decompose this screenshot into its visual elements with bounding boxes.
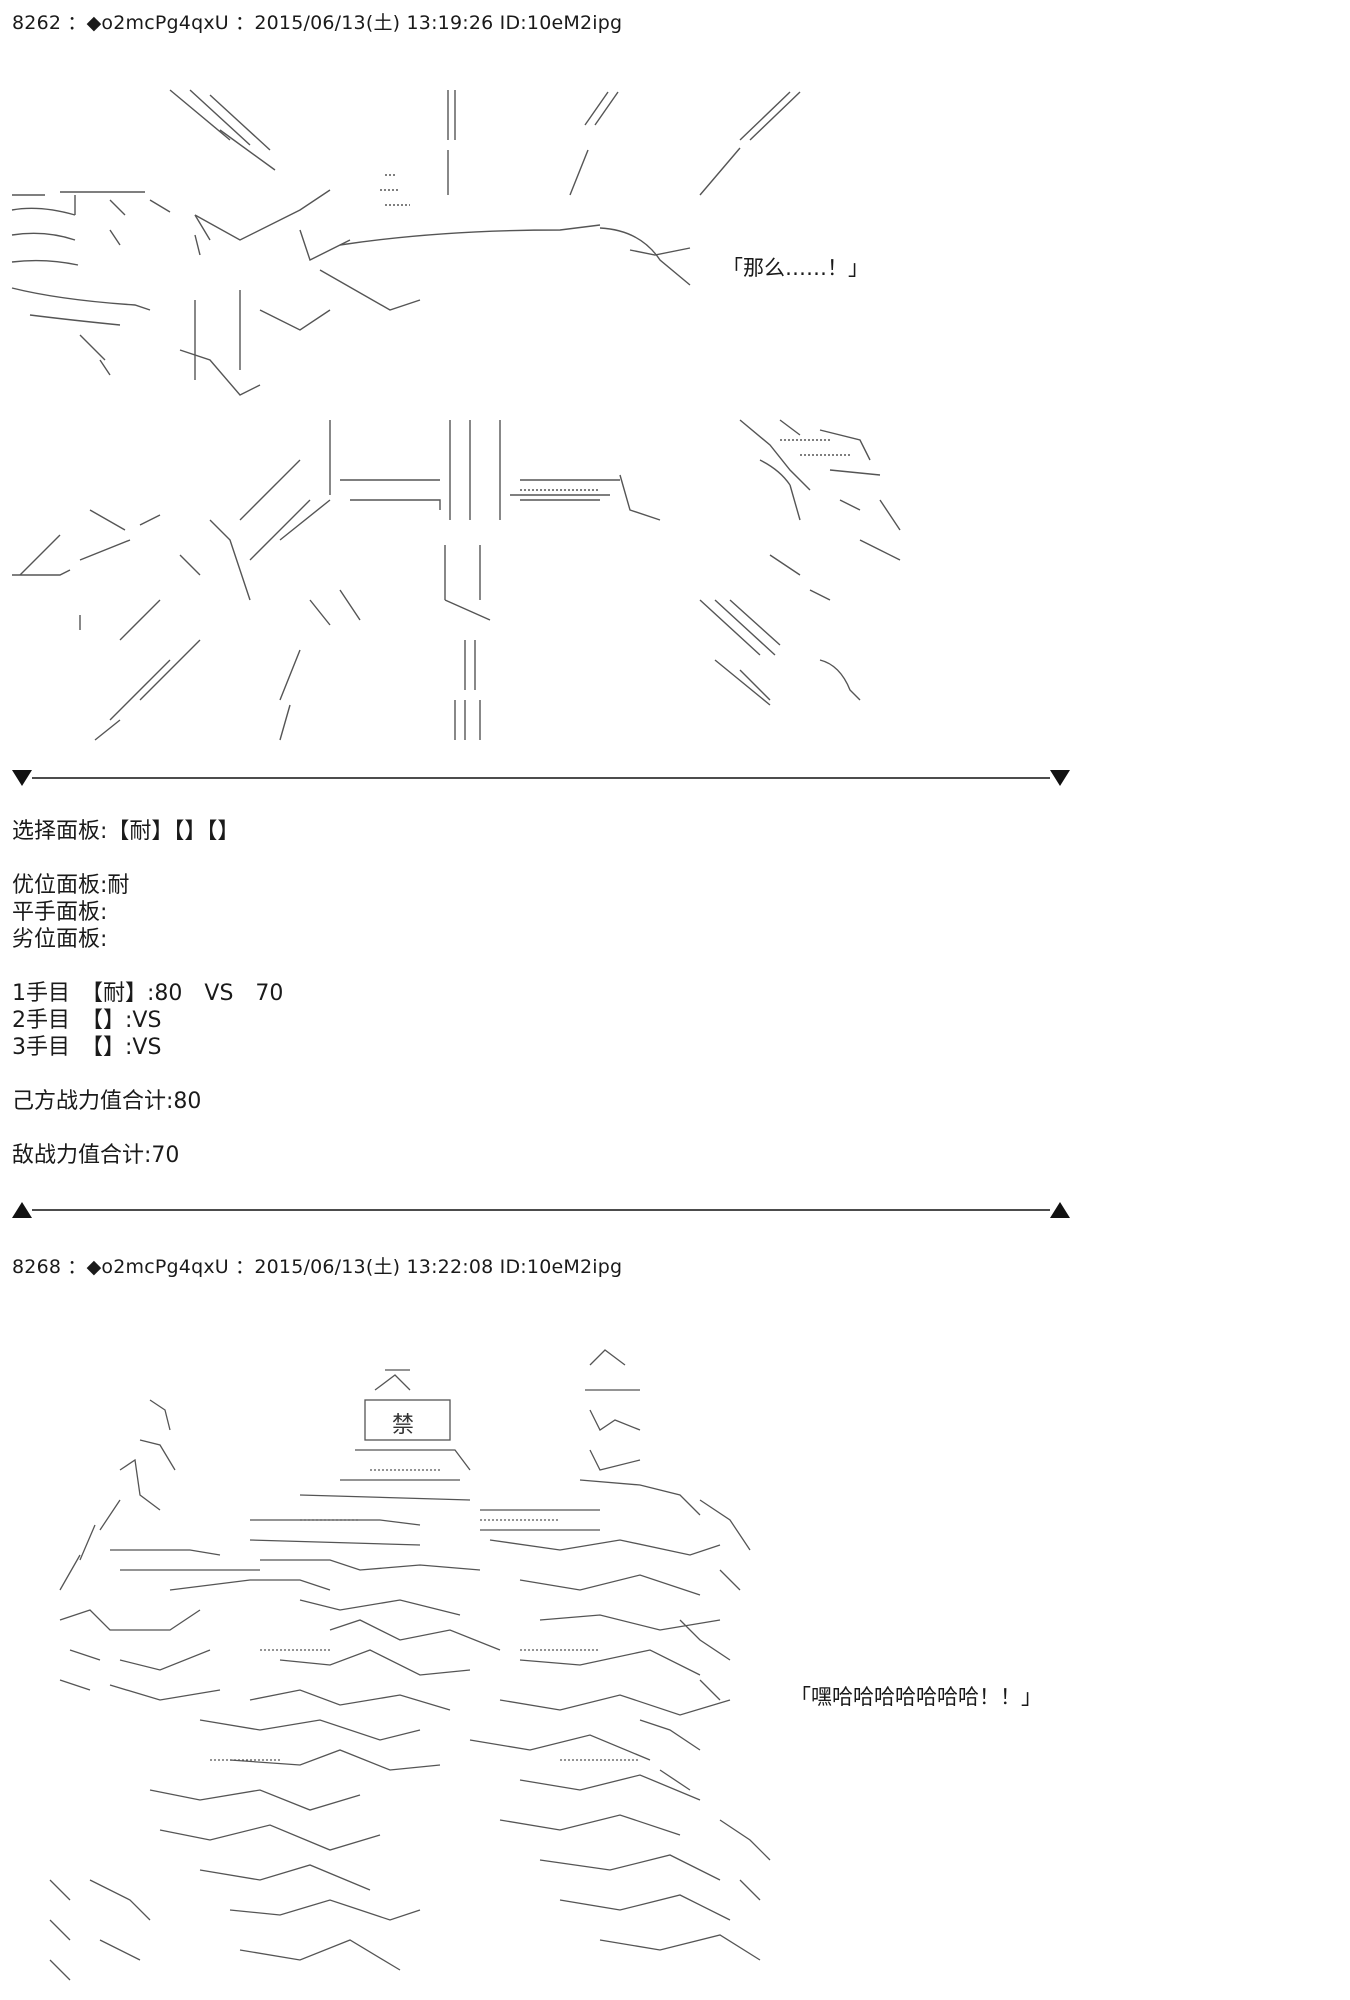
ascii-art-illustration-1 bbox=[11, 89, 901, 741]
round-2-line: 2手目 【】:VS bbox=[12, 1008, 162, 1033]
up-triangle-icon-right bbox=[1050, 1202, 1070, 1218]
post-header-1: 8262 ：◆o2mcPg4qxU ：2015/06/13(土) 13:19:2… bbox=[12, 12, 623, 34]
even-panel-line: 平手面板: bbox=[12, 900, 108, 925]
ascii-art-illustration-2: 禁 bbox=[49, 1349, 771, 1981]
panel-divider-bottom bbox=[12, 1202, 1070, 1218]
post-header-2: 8268 ：◆o2mcPg4qxU ：2015/06/13(土) 13:22:0… bbox=[12, 1256, 623, 1278]
sign-glyph: 禁 bbox=[392, 1413, 414, 1438]
down-triangle-icon-right bbox=[1050, 770, 1070, 786]
enemy-total-line: 敌战力值合计:70 bbox=[12, 1143, 180, 1168]
panel-divider-top bbox=[12, 770, 1070, 786]
speech-bubble-2: 「嘿哈哈哈哈哈哈哈！！」 bbox=[790, 1685, 1042, 1709]
up-triangle-icon-left bbox=[12, 1202, 32, 1218]
inferior-panel-line: 劣位面板: bbox=[12, 927, 108, 952]
superior-panel-line: 优位面板:耐 bbox=[12, 873, 130, 898]
select-panel-line: 选择面板:【耐】【】【】 bbox=[12, 819, 240, 844]
down-triangle-icon-left bbox=[12, 770, 32, 786]
round-3-line: 3手目 【】:VS bbox=[12, 1035, 162, 1060]
round-1-line: 1手目 【耐】:80 VS 70 bbox=[12, 981, 284, 1006]
speech-bubble-1: 「那么……！」 bbox=[722, 256, 869, 280]
own-total-line: 己方战力值合计:80 bbox=[12, 1089, 202, 1114]
